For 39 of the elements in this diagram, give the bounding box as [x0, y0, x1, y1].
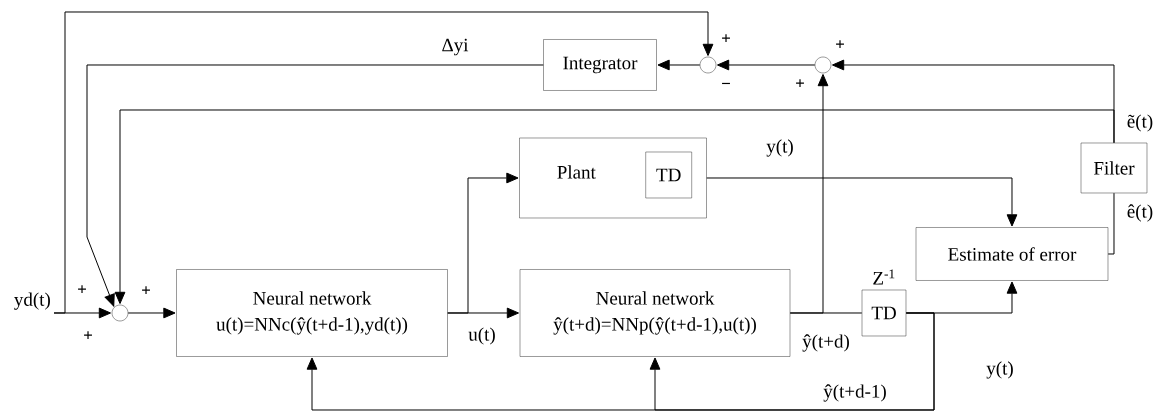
sign-label: +	[722, 34, 730, 43]
arrow	[649, 312, 935, 411]
block-box: TD	[645, 151, 692, 199]
edge-label: ŷ(t+d-1)	[823, 384, 886, 402]
arrow	[127, 307, 176, 319]
arrow	[53, 11, 714, 314]
sign-label: +	[84, 331, 92, 340]
sign-label: −	[722, 82, 730, 85]
signal-label: yd(t)	[14, 292, 50, 310]
edge-label: u(t)	[468, 327, 495, 345]
summing-junction	[111, 304, 129, 322]
edge-label: y(t)	[986, 361, 1013, 379]
block-box: Filter	[1080, 142, 1148, 194]
edge-label: ẽ(t)	[1127, 114, 1153, 132]
sign-label: +	[142, 286, 150, 295]
arrow	[86, 64, 544, 307]
edge-label: ê(t)	[1127, 204, 1153, 222]
arrow	[789, 74, 829, 314]
summing-junction	[814, 56, 832, 74]
edge-label: y(t)	[766, 139, 793, 157]
arrow	[717, 59, 816, 71]
edge-label: Δyi	[442, 38, 469, 56]
block-box: TD	[861, 289, 907, 337]
block-box: Neural network ŷ(t+d)=NNp(ŷ(t+d-1),u(t))	[519, 269, 791, 357]
block-box	[519, 137, 707, 219]
block-box: Estimate of error	[915, 227, 1109, 281]
sign-label: +	[78, 285, 86, 294]
block-box: Neural network u(t)=NNc(ŷ(t+d-1),yd(t))	[176, 269, 448, 357]
arrow	[657, 59, 701, 71]
arrow	[114, 109, 1115, 304]
sign-label: +	[796, 79, 804, 88]
summing-junction	[699, 56, 717, 74]
edge-label: ŷ(t+d)	[802, 334, 849, 352]
block-label: Plant	[557, 165, 596, 179]
sign-label: +	[836, 40, 844, 49]
arrow	[447, 172, 519, 314]
block-box: Integrator	[543, 39, 657, 91]
block-caption: Z$^{-1}$	[873, 269, 895, 285]
arrow	[706, 177, 1018, 227]
